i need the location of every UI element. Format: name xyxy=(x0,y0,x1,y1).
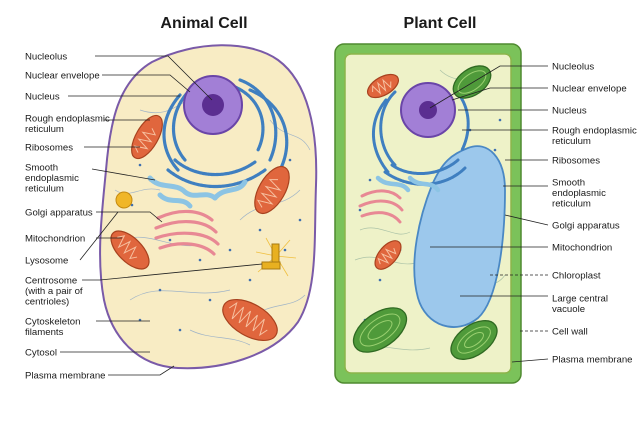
animal-label-5-line-2: reticulum xyxy=(25,184,64,195)
animal-label-3-line-1: reticulum xyxy=(25,124,64,135)
animal-leader-lines xyxy=(60,55,263,376)
animal-label-6: Golgi apparatus xyxy=(25,208,93,219)
animal-label-12-line-0: Plasma membrane xyxy=(25,371,106,382)
plant-label-5-line-2: reticulum xyxy=(552,199,591,210)
animal-label-10-line-0: Cytoskeleton xyxy=(25,317,80,328)
animal-cell-title: Animal Cell xyxy=(160,15,247,32)
plant-nucleolus xyxy=(419,101,437,119)
animal-label-0-line-0: Nucleolus xyxy=(25,52,67,63)
plant-label-1: Nuclear envelope xyxy=(552,84,627,95)
plant-label-7-line-0: Mitochondrion xyxy=(552,243,612,254)
animal-mitochondria xyxy=(110,114,290,342)
plant-label-9-line-1: vacuole xyxy=(552,304,585,315)
plant-label-11: Plasma membrane xyxy=(552,355,633,366)
plant-label-6: Golgi apparatus xyxy=(552,221,620,232)
plant-label-3-line-1: reticulum xyxy=(552,136,591,147)
plant-label-1-line-0: Nuclear envelope xyxy=(552,84,627,95)
animal-label-10-line-1: filaments xyxy=(25,327,64,338)
plant-label-2: Nucleus xyxy=(552,106,587,117)
plant-label-9-line-0: Large central xyxy=(552,294,608,305)
animal-label-11: Cytosol xyxy=(25,348,57,359)
animal-label-11-line-0: Cytosol xyxy=(25,348,57,359)
plant-label-0-line-0: Nucleolus xyxy=(552,62,594,73)
animal-label-9-line-0: Centrosome xyxy=(25,276,77,287)
plant-label-4: Ribosomes xyxy=(552,156,600,167)
animal-label-9-line-2: centrioles) xyxy=(25,297,69,308)
animal-nucleolus xyxy=(202,94,224,116)
animal-label-4-line-0: Ribosomes xyxy=(25,143,73,154)
animal-label-1: Nuclear envelope xyxy=(25,71,100,82)
animal-label-6-line-0: Golgi apparatus xyxy=(25,208,93,219)
plant-cell-title: Plant Cell xyxy=(404,15,477,32)
plant-label-11-line-0: Plasma membrane xyxy=(552,355,633,366)
plant-leader-lines xyxy=(429,65,549,363)
plant-label-10-line-0: Cell wall xyxy=(552,327,588,338)
animal-label-7: Mitochondrion xyxy=(25,234,85,245)
animal-label-8: Lysosome xyxy=(25,256,68,267)
animal-centrosome xyxy=(255,237,297,277)
plant-label-7: Mitochondrion xyxy=(552,243,612,254)
plant-golgi xyxy=(358,189,404,224)
plant-label-8: Chloroplast xyxy=(552,271,601,282)
animal-label-3-line-0: Rough endoplasmic xyxy=(25,114,110,125)
animal-label-9-line-1: (with a pair of xyxy=(25,286,83,297)
animal-label-1-line-0: Nuclear envelope xyxy=(25,71,100,82)
plant-label-3-line-0: Rough endoplasmic xyxy=(552,126,637,137)
animal-label-8-line-0: Lysosome xyxy=(25,256,68,267)
animal-label-5-line-1: endoplasmic xyxy=(25,173,79,184)
animal-cell xyxy=(99,44,318,370)
animal-label-5-line-0: Smooth xyxy=(25,163,58,174)
animal-golgi xyxy=(154,209,220,256)
plant-label-4-line-0: Ribosomes xyxy=(552,156,600,167)
plant-label-6-line-0: Golgi apparatus xyxy=(552,221,620,232)
animal-rough-er xyxy=(162,78,289,188)
animal-label-0: Nucleolus xyxy=(25,52,67,63)
plant-label-0: Nucleolus xyxy=(552,62,594,73)
plant-label-2-line-0: Nucleus xyxy=(552,106,587,117)
animal-label-4: Ribosomes xyxy=(25,143,73,154)
animal-label-2-line-0: Nucleus xyxy=(25,92,60,103)
plant-chloroplasts xyxy=(352,65,498,360)
animal-label-12: Plasma membrane xyxy=(25,371,106,382)
animal-label-2: Nucleus xyxy=(25,92,60,103)
plant-label-8-line-0: Chloroplast xyxy=(552,271,601,282)
animal-smooth-er xyxy=(147,175,248,209)
plant-smooth-er xyxy=(375,175,441,193)
animal-label-7-line-0: Mitochondrion xyxy=(25,234,85,245)
plant-label-5-line-0: Smooth xyxy=(552,178,585,189)
plant-cell xyxy=(334,43,522,384)
plant-mitochondria xyxy=(367,73,402,270)
animal-lysosome xyxy=(115,191,133,209)
plant-label-5-line-1: endoplasmic xyxy=(552,188,606,199)
plant-label-10: Cell wall xyxy=(552,327,588,338)
